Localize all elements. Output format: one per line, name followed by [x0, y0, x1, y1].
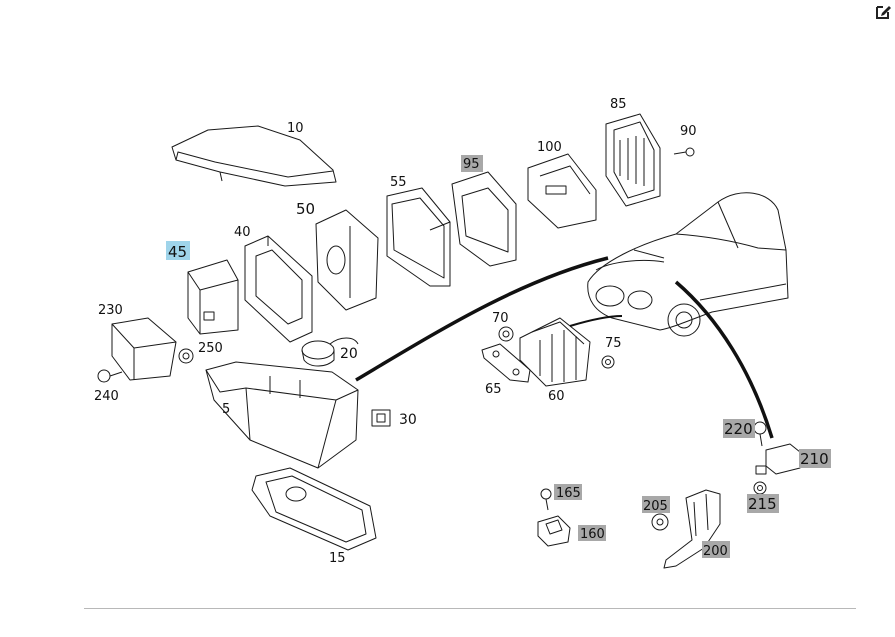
leader-car-to-block — [674, 280, 774, 439]
highlight-210 — [799, 449, 831, 468]
part-215-nut — [753, 481, 767, 495]
callout-15[interactable]: 15 — [329, 551, 346, 566]
highlight-45 — [166, 241, 190, 260]
highlight-160 — [578, 525, 606, 541]
part-240-bolt — [97, 369, 123, 383]
highlight-165 — [554, 484, 582, 500]
part-70-grommet — [498, 326, 514, 342]
leader-fusebox-to-car — [569, 315, 623, 327]
callout-50[interactable]: 50 — [296, 200, 315, 218]
callout-30[interactable]: 30 — [399, 412, 417, 428]
callout-60[interactable]: 60 — [548, 389, 565, 404]
part-85-control-unit — [605, 113, 661, 207]
part-55-control-unit — [386, 187, 451, 287]
part-220-screw — [753, 421, 767, 447]
part-200-bracket — [663, 489, 721, 569]
callout-70[interactable]: 70 — [492, 311, 509, 326]
callout-95[interactable]: 95 — [463, 157, 480, 172]
callout-90[interactable]: 90 — [680, 124, 697, 139]
part-165-screw — [540, 488, 552, 511]
part-50-holder — [315, 209, 379, 311]
part-20-sensor — [301, 337, 359, 367]
part-30-connector — [371, 409, 391, 427]
callout-55[interactable]: 55 — [390, 175, 407, 190]
callout-220[interactable]: 220 — [724, 420, 753, 438]
part-250-nut — [178, 348, 194, 364]
callout-75[interactable]: 75 — [605, 336, 622, 351]
callout-labels: 10 40 45 50 55 95 100 85 90 230 250 240 … — [94, 97, 829, 566]
part-205-nut — [651, 513, 669, 531]
part-90-screw — [673, 147, 695, 157]
part-60-fuse-box — [519, 317, 591, 387]
callout-210[interactable]: 210 — [800, 450, 829, 468]
part-40-bracket — [244, 235, 313, 343]
part-45-module — [187, 259, 239, 335]
vehicle-outline — [587, 192, 789, 337]
callout-highlights — [166, 155, 831, 558]
callout-100[interactable]: 100 — [537, 140, 562, 155]
callout-40[interactable]: 40 — [234, 225, 251, 240]
part-100-module — [527, 153, 597, 229]
leader-lines — [355, 256, 774, 439]
callout-230[interactable]: 230 — [98, 303, 123, 318]
part-5-box — [205, 361, 359, 469]
callout-10[interactable]: 10 — [287, 121, 304, 136]
callout-160[interactable]: 160 — [580, 527, 605, 542]
highlight-205 — [642, 496, 670, 513]
highlight-220 — [723, 419, 755, 438]
part-10-cover — [171, 125, 337, 187]
edit-icon[interactable] — [874, 3, 892, 21]
highlight-95 — [461, 155, 483, 172]
part-65-plate — [481, 343, 531, 383]
highlight-200 — [702, 541, 730, 558]
callout-250[interactable]: 250 — [198, 341, 223, 356]
callout-65[interactable]: 65 — [485, 382, 502, 397]
edit-icon-glyph — [876, 6, 891, 19]
part-160-clip — [537, 515, 571, 547]
part-230-relay-module — [111, 317, 177, 381]
part-15-tray — [251, 467, 377, 551]
part-95-control-unit — [451, 171, 517, 267]
callout-85[interactable]: 85 — [610, 97, 627, 112]
callout-165[interactable]: 165 — [556, 486, 581, 501]
callout-45[interactable]: 45 — [168, 243, 187, 261]
part-75-nut — [601, 355, 615, 369]
callout-215[interactable]: 215 — [748, 495, 777, 513]
part-210-block — [755, 443, 801, 475]
callout-205[interactable]: 205 — [643, 499, 668, 514]
callout-200[interactable]: 200 — [703, 544, 728, 559]
highlight-215 — [747, 494, 779, 513]
bottom-divider — [84, 608, 856, 609]
callout-240[interactable]: 240 — [94, 389, 119, 404]
leader-box-to-car — [355, 256, 609, 382]
callout-20[interactable]: 20 — [340, 346, 358, 362]
callout-5[interactable]: 5 — [222, 402, 230, 417]
